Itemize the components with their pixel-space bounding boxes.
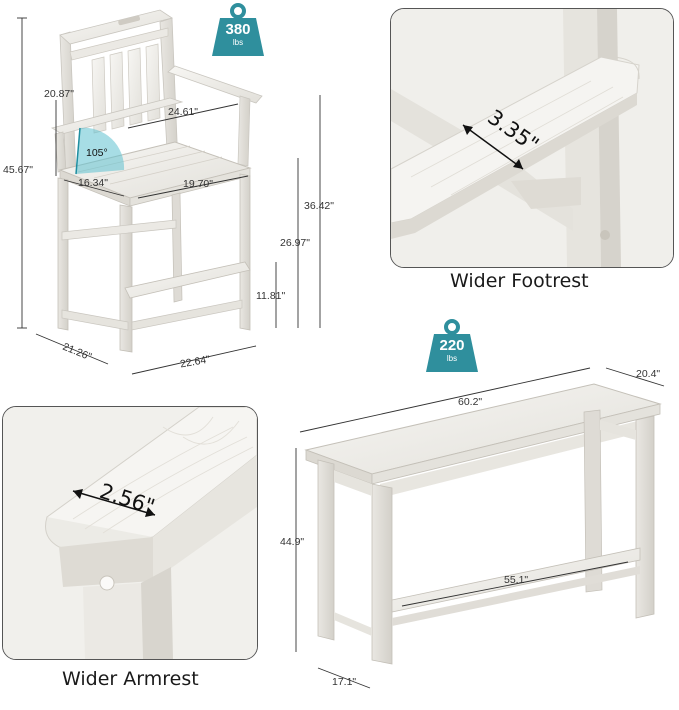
chair-arm-height-label: 20.87": [44, 88, 75, 100]
footrest-detail-panel: 3.35": [390, 8, 674, 268]
chair-total-height-label: 45.67": [3, 164, 34, 176]
table-weight-badge: 220 lbs: [424, 318, 480, 372]
footrest-closeup-image: [391, 9, 673, 267]
chair-back-width-label: 24.61": [168, 106, 199, 118]
chair-footrest-height-label: 11.81": [256, 290, 286, 302]
table-weight-unit: lbs: [446, 354, 458, 363]
chair-weight-badge: 380 lbs: [210, 2, 266, 56]
chair-recline-angle-label: 105°: [86, 147, 108, 159]
weight-icon: [426, 319, 478, 372]
chair-seat-depth-label: 16.34": [78, 177, 109, 189]
table-width-label: 20.4": [636, 368, 661, 380]
table-weight-value: 220: [439, 337, 465, 354]
armrest-detail-panel: 2.56": [2, 406, 258, 660]
chair-arm-to-floor-label: 36.42": [304, 200, 335, 212]
table-height-label: 44.9": [280, 536, 305, 548]
weight-icon: [212, 3, 264, 56]
chair-seat-to-floor-label: 26.97": [280, 237, 311, 249]
armrest-closeup-image: [3, 407, 257, 659]
footrest-caption: Wider Footrest: [450, 270, 589, 292]
chair-seat-width-label: 19.70": [183, 178, 214, 190]
table-length-label: 60.2": [458, 396, 483, 408]
table-footrest-length-label: 55.1": [504, 574, 529, 586]
armrest-caption: Wider Armrest: [62, 668, 199, 690]
chair-weight-unit: lbs: [232, 38, 244, 47]
table-base-depth-label: 17.1": [332, 676, 357, 688]
chair-weight-value: 380: [225, 21, 251, 38]
